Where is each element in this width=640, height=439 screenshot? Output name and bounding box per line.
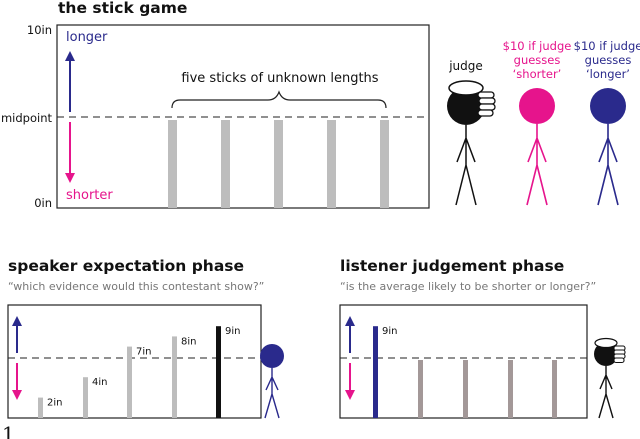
stick-game-title: the stick game [58, 0, 187, 17]
footer-mark: 1 [2, 422, 15, 439]
curly-bracket [171, 90, 387, 109]
listener-judge-wig [594, 337, 618, 349]
listener-shown-stick-label: 9in [382, 326, 397, 337]
speaker-stick-2-label: 4in [92, 377, 107, 388]
listener-hidden-stick-2 [463, 360, 468, 418]
axis-mid-label: midpoint [1, 111, 53, 125]
listener-judge-hand [613, 345, 626, 364]
listener-hidden-stick-1 [418, 360, 423, 418]
unknown-stick-5 [380, 120, 389, 208]
speaker-stick-5-label: 9in [225, 326, 240, 337]
axis-top-label: 10in [27, 23, 52, 37]
unknown-stick-3 [274, 120, 283, 208]
axis-bottom-label: 0in [34, 196, 52, 210]
unknown-sticks [168, 120, 389, 208]
pink-contestant-line-3: ‘shorter’ [513, 67, 562, 81]
judge-head [447, 87, 485, 125]
speaker-sticks: 2in 4in 7in 8in 9in [38, 326, 240, 418]
speaker-blue-contestant [260, 344, 284, 419]
blue-contestant-line-1: $10 if judge [574, 39, 640, 53]
unknown-stick-1 [168, 120, 177, 208]
speaker-stick-2 [83, 377, 88, 418]
speaker-stick-3-label: 7in [136, 347, 151, 358]
listener-shown-stick [373, 326, 378, 418]
speaker-phase-subtitle: “which evidence would this contestant sh… [8, 280, 264, 293]
speaker-stick-4-label: 8in [181, 336, 196, 347]
blue-contestant-line-2: guesses [585, 53, 632, 67]
unknown-stick-4 [327, 120, 336, 208]
speaker-stick-5 [216, 326, 221, 418]
pink-contestant-head [519, 88, 555, 124]
judge-label: judge [448, 59, 483, 73]
blue-contestant-line-3: ‘longer’ [586, 67, 630, 81]
speaker-stick-1 [38, 397, 43, 418]
blue-contestant-figure [590, 88, 626, 206]
listener-hidden-stick-3 [508, 360, 513, 418]
bracket-label: five sticks of unknown lengths [181, 71, 378, 86]
listener-sticks: 9in [373, 326, 557, 418]
speaker-frame [7, 304, 262, 419]
listener-judge-head [594, 342, 618, 366]
speaker-stick-4 [172, 336, 177, 418]
listener-hidden-stick-4 [552, 360, 557, 418]
unknown-stick-2 [221, 120, 230, 208]
listener-phase-subtitle: “is the average likely to be shorter or … [340, 280, 596, 293]
judge-wig [448, 80, 484, 96]
speaker-stick-1-label: 2in [47, 398, 62, 409]
judge-figure [447, 80, 496, 206]
speaker-stick-3 [127, 346, 132, 418]
judge-hand [477, 91, 496, 117]
speaker-contestant-head [260, 344, 284, 368]
listener-phase-title: listener judgement phase [340, 257, 564, 275]
listener-judge [594, 337, 626, 419]
longer-label: longer [66, 30, 108, 45]
pink-contestant-figure [519, 88, 555, 206]
pink-contestant-line-1: $10 if judge [503, 39, 572, 53]
shorter-label: shorter [66, 188, 113, 203]
speaker-phase-title: speaker expectation phase [8, 257, 244, 275]
blue-contestant-head [590, 88, 626, 124]
pink-contestant-line-2: guesses [514, 53, 561, 67]
